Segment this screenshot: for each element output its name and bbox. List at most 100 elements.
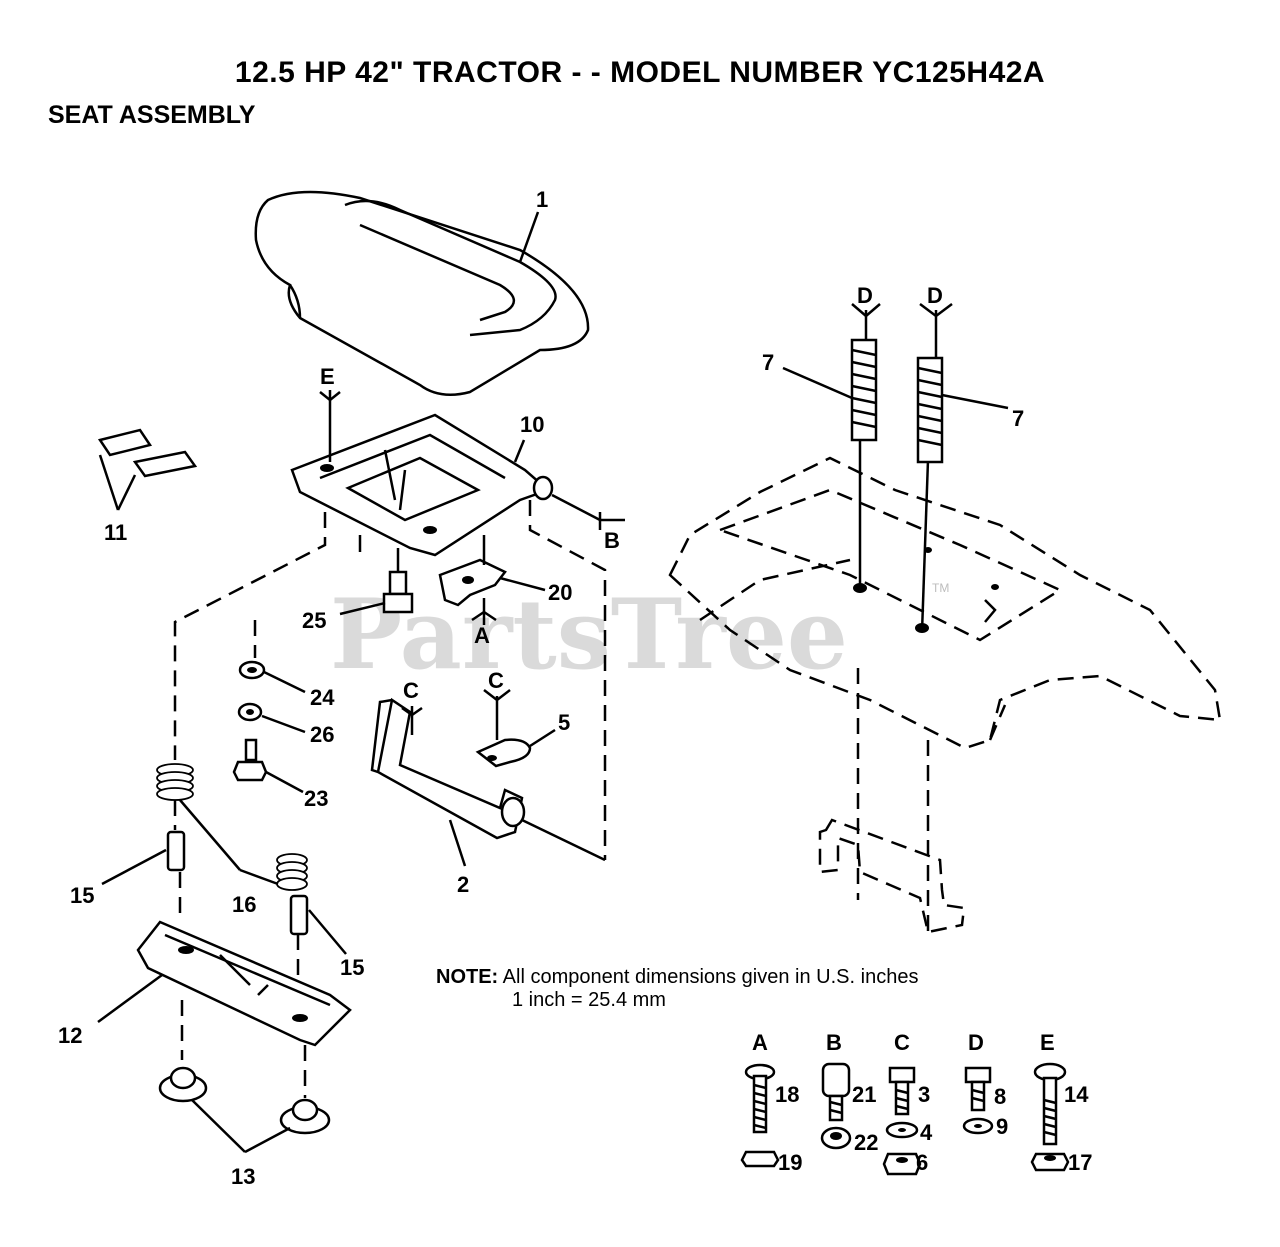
callout-1: 1 xyxy=(518,187,548,263)
note-label: NOTE: xyxy=(436,966,499,988)
callout-7-right: 7 xyxy=(941,393,1024,431)
seat-pan-part[interactable] xyxy=(290,413,554,557)
slide-plate-12-part[interactable] xyxy=(136,920,352,1047)
hex-bolt-3-part[interactable] xyxy=(888,1066,916,1116)
ref-C-marker-left: C xyxy=(401,678,423,735)
washer-4-part[interactable] xyxy=(885,1121,919,1139)
section-subtitle: SEAT ASSEMBLY xyxy=(48,101,256,129)
svg-text:E: E xyxy=(1040,1030,1055,1055)
svg-text:2: 2 xyxy=(457,872,469,897)
hardware-key-A: A 18 19 xyxy=(740,1030,802,1175)
lock-nut-22-part[interactable] xyxy=(820,1126,852,1150)
svg-text:22: 22 xyxy=(854,1130,878,1155)
note-line-1: All component dimensions given in U.S. i… xyxy=(502,966,919,988)
note-line-2: 1 inch = 25.4 mm xyxy=(512,989,666,1011)
callout-23: 23 xyxy=(265,770,328,811)
carriage-bolt-7-right-part[interactable] xyxy=(916,356,944,464)
callout-25: 25 xyxy=(302,601,386,633)
clamp-20-part[interactable] xyxy=(438,535,507,607)
callout-16: 16 xyxy=(179,799,279,917)
svg-text:4: 4 xyxy=(920,1120,933,1145)
ref-C-marker-right: C xyxy=(483,668,511,740)
svg-text:7: 7 xyxy=(762,350,774,375)
svg-text:12: 12 xyxy=(58,1023,82,1048)
washer-26-part[interactable] xyxy=(237,702,263,722)
knob-pair-part[interactable] xyxy=(97,428,198,478)
shoulder-bolt-25-part[interactable] xyxy=(382,548,414,614)
svg-text:B: B xyxy=(826,1030,842,1055)
svg-text:E: E xyxy=(320,364,335,389)
spring-16-left-part[interactable] xyxy=(156,763,194,801)
spacer-15-left-part[interactable] xyxy=(166,830,186,872)
callout-24: 24 xyxy=(263,670,335,710)
svg-text:C: C xyxy=(488,668,504,693)
svg-text:1: 1 xyxy=(536,187,548,212)
svg-text:C: C xyxy=(403,678,419,703)
svg-text:19: 19 xyxy=(778,1150,802,1175)
nut-17-part[interactable] xyxy=(1030,1152,1070,1172)
callout-2: 2 xyxy=(448,819,469,897)
hex-bolt-23-part[interactable] xyxy=(232,738,268,782)
lock-washer-24-part[interactable] xyxy=(238,660,266,680)
ref-D-marker-right: D xyxy=(919,283,953,358)
ref-E-marker: E xyxy=(319,364,341,462)
svg-text:24: 24 xyxy=(310,685,335,710)
callout-10: 10 xyxy=(513,412,544,463)
callout-11: 11 xyxy=(98,454,137,545)
hardware-key-D: D 8 9 xyxy=(962,1030,1008,1139)
hardware-key-E: E 14 17 xyxy=(1030,1030,1092,1175)
callout-13: 13 xyxy=(191,1099,291,1189)
svg-text:11: 11 xyxy=(104,520,127,545)
svg-text:8: 8 xyxy=(994,1084,1006,1109)
svg-text:A: A xyxy=(474,623,490,648)
svg-text:16: 16 xyxy=(232,892,256,917)
svg-text:5: 5 xyxy=(558,710,570,735)
flange-nut-13-left-part[interactable] xyxy=(158,1066,208,1103)
svg-text:D: D xyxy=(927,283,943,308)
svg-text:18: 18 xyxy=(775,1082,799,1107)
spacer-15-right-part[interactable] xyxy=(289,894,309,936)
callout-12: 12 xyxy=(58,973,163,1048)
shoulder-bolt-21-part[interactable] xyxy=(821,1062,851,1122)
svg-text:C: C xyxy=(894,1030,910,1055)
svg-text:6: 6 xyxy=(916,1150,928,1175)
frame-bracket-outline xyxy=(818,818,966,934)
callout-15-left: 15 xyxy=(70,848,167,908)
seat-cushion-part[interactable] xyxy=(254,190,590,397)
svg-text:D: D xyxy=(857,283,873,308)
svg-text:7: 7 xyxy=(1012,406,1024,431)
dimension-note: NOTE: All component dimensions given in … xyxy=(436,966,918,1012)
carriage-bolt-7-left-part[interactable] xyxy=(850,338,878,442)
nut-19-part[interactable] xyxy=(740,1150,780,1168)
ref-D-marker-left: D xyxy=(851,283,881,340)
callout-15-right: 15 xyxy=(308,909,364,980)
washer-9-part[interactable] xyxy=(962,1117,994,1135)
svg-text:15: 15 xyxy=(70,883,94,908)
callout-26: 26 xyxy=(261,714,334,747)
svg-text:A: A xyxy=(752,1030,768,1055)
nut-6-part[interactable] xyxy=(882,1152,922,1176)
hardware-key-B: B 21 22 xyxy=(820,1030,878,1155)
svg-text:23: 23 xyxy=(304,786,328,811)
fender-outline xyxy=(668,456,1222,750)
svg-text:20: 20 xyxy=(548,580,572,605)
svg-text:3: 3 xyxy=(918,1082,930,1107)
clamp-5-part[interactable] xyxy=(475,738,532,768)
mount-bracket-2-part[interactable] xyxy=(370,697,526,840)
hardware-key-C: C 3 4 6 xyxy=(882,1030,933,1176)
svg-text:9: 9 xyxy=(996,1114,1008,1139)
svg-text:26: 26 xyxy=(310,722,334,747)
svg-text:10: 10 xyxy=(520,412,544,437)
hex-bolt-8-part[interactable] xyxy=(964,1066,992,1112)
carriage-bolt-18-part[interactable] xyxy=(744,1063,776,1134)
callout-7-left: 7 xyxy=(762,350,853,400)
carriage-bolt-14-part[interactable] xyxy=(1033,1062,1067,1146)
watermark: PartsTree xyxy=(330,578,848,691)
spring-16-right-part[interactable] xyxy=(276,853,308,891)
svg-text:17: 17 xyxy=(1068,1150,1092,1175)
svg-text:21: 21 xyxy=(852,1082,876,1107)
page-title: 12.5 HP 42" TRACTOR - - MODEL NUMBER YC1… xyxy=(234,56,1046,89)
svg-text:D: D xyxy=(968,1030,984,1055)
watermark-tm: TM xyxy=(932,581,949,595)
flange-nut-13-right-part[interactable] xyxy=(279,1098,331,1135)
